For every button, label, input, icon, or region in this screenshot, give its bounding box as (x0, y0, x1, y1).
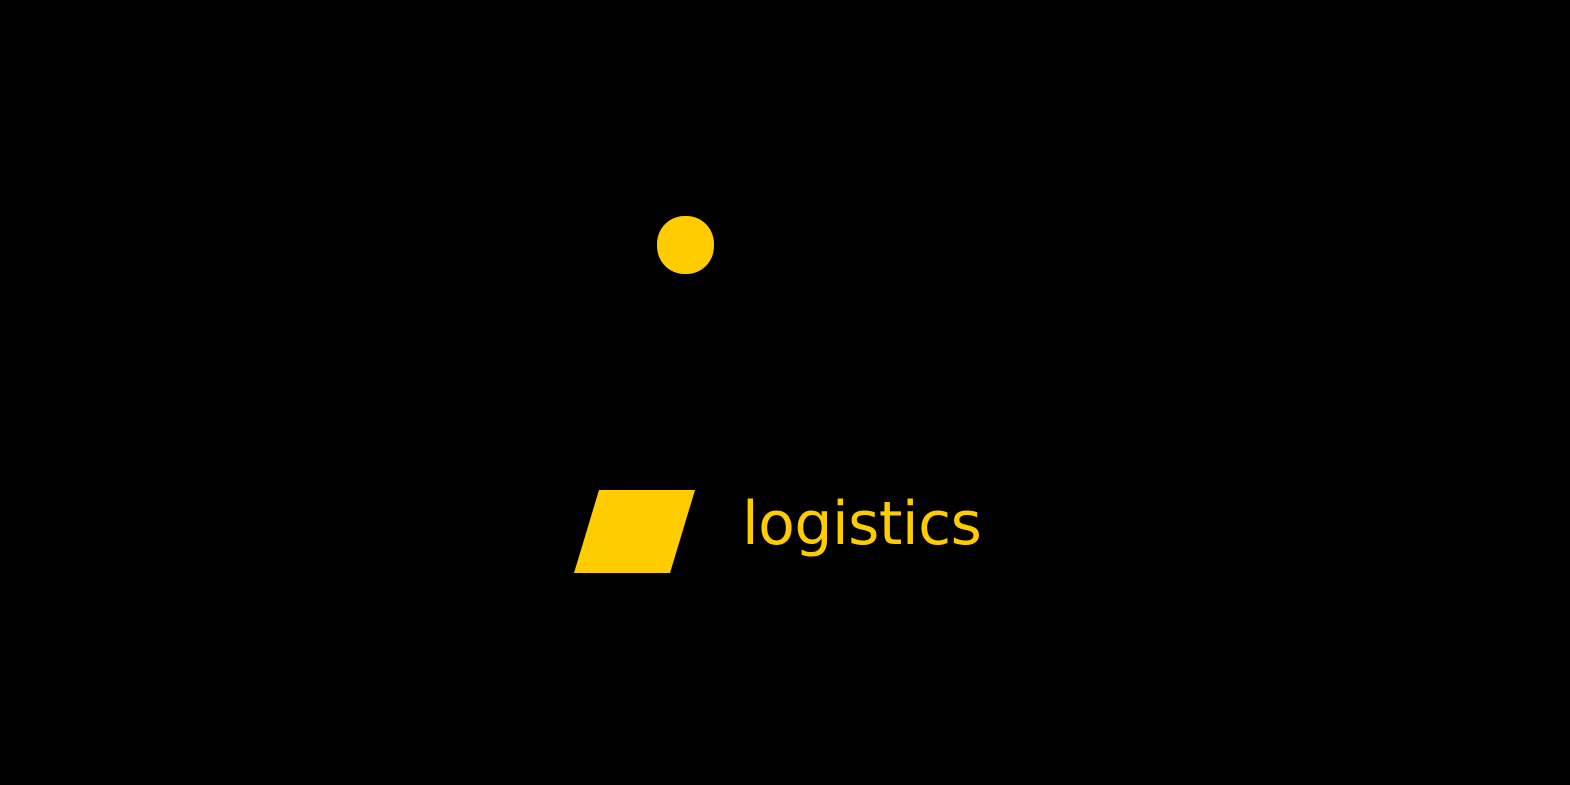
logo-parallelogram-icon (571, 487, 699, 577)
logo-dot-icon (657, 216, 714, 274)
logo-wordmark: logistics (742, 489, 982, 559)
parallelogram-shape (574, 490, 695, 573)
parallelogram-svg (574, 490, 695, 573)
